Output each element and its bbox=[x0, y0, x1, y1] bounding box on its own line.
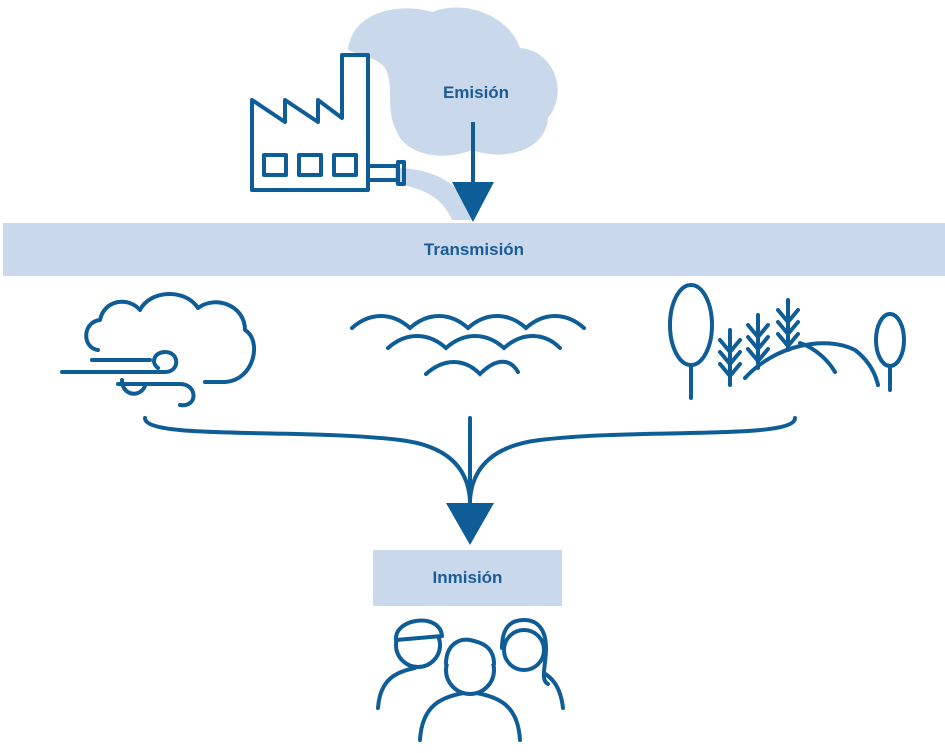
water-waves-icon bbox=[350, 314, 586, 377]
transmission-label: Transmisión bbox=[423, 239, 525, 259]
immission-box bbox=[373, 550, 562, 606]
landscape-trees-icon bbox=[668, 283, 906, 400]
wind-cloud-icon bbox=[60, 292, 256, 408]
transmission-arrowhead bbox=[446, 503, 494, 545]
emission-label: Emisión bbox=[442, 83, 510, 102]
factory-icon bbox=[250, 53, 406, 192]
immission-label: Inmisión bbox=[432, 568, 503, 587]
transmission-band bbox=[3, 223, 945, 276]
smoke-cloud bbox=[348, 7, 558, 220]
people-group-icon bbox=[376, 618, 565, 742]
emission-arrow bbox=[452, 122, 494, 222]
converging-flow-lines bbox=[143, 416, 797, 507]
